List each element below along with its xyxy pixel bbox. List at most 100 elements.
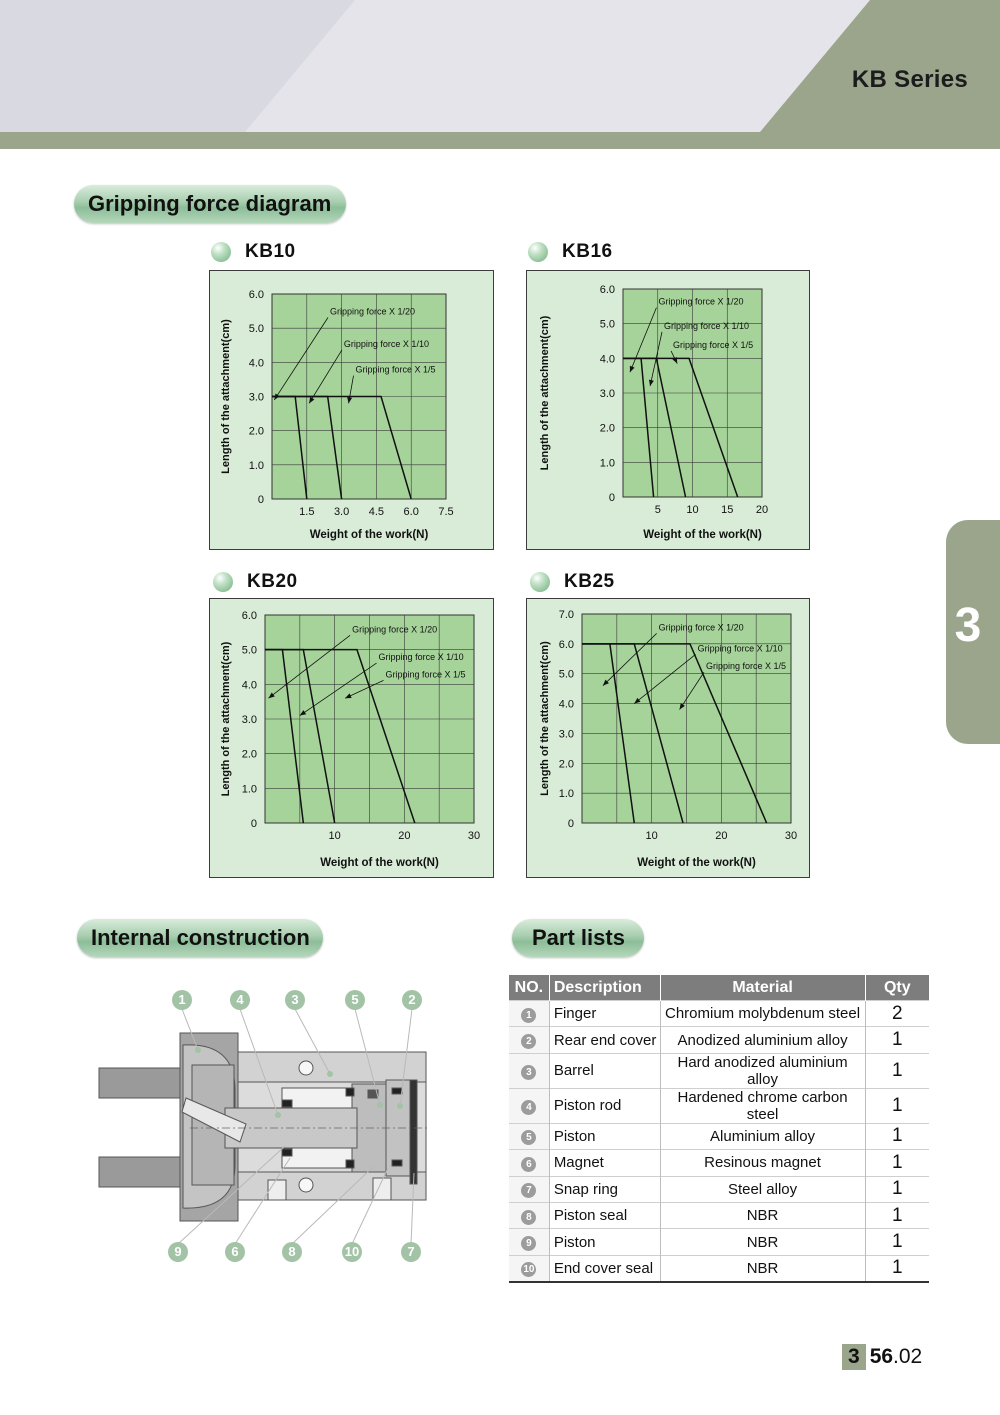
arrow-head-icon — [345, 693, 352, 699]
row-description: Barrel — [548, 1052, 661, 1089]
row-material: Aluminium alloy — [659, 1122, 866, 1150]
x-tick-label: 1.5 — [299, 506, 314, 518]
row-number: 9 — [509, 1228, 550, 1256]
annotation-label: Gripping force X 1/5 — [386, 669, 466, 679]
page-number-main: 56 — [869, 1345, 894, 1368]
chapter-tab-label: 3 — [954, 599, 982, 652]
x-tick-label: 10 — [646, 830, 658, 842]
x-tick-label: 20 — [398, 830, 410, 842]
number-badge: 3 — [521, 1064, 537, 1080]
y-tick-label: 6.0 — [600, 284, 615, 296]
internal-construction-heading-text: Internal construction — [91, 925, 310, 950]
col-no: NO. — [509, 975, 550, 1001]
callout-5: 5 — [345, 990, 365, 1010]
number-badge: 6 — [521, 1156, 537, 1172]
row-description: Piston rod — [548, 1087, 661, 1124]
arrow-head-icon — [347, 396, 353, 404]
arrow-head-icon — [672, 357, 678, 364]
row-material: Hard anodized aluminium alloy — [659, 1052, 866, 1089]
annotation-leader — [679, 672, 705, 710]
x-axis-label: Weight of the work(N) — [320, 857, 439, 869]
y-tick-label: 1.0 — [559, 788, 574, 800]
annotation-leader — [299, 662, 377, 716]
y-tick-label: 2.0 — [242, 749, 257, 761]
x-tick-label: 6.0 — [404, 506, 419, 518]
row-number: 7 — [509, 1175, 550, 1203]
annotation-leader — [344, 680, 384, 699]
y-tick-label: 6.0 — [249, 289, 264, 301]
y-tick-label: 0 — [251, 818, 257, 830]
callout-7: 7 — [401, 1242, 421, 1262]
row-description: End cover seal — [548, 1254, 661, 1284]
x-tick-label: 5 — [655, 504, 661, 516]
row-number: 5 — [509, 1122, 550, 1150]
y-tick-label: 2.0 — [249, 426, 264, 438]
y-tick-label: 6.0 — [242, 610, 257, 622]
x-tick-label: 30 — [468, 830, 480, 842]
y-tick-label: 5.0 — [242, 645, 257, 657]
page-chapter: 3 — [842, 1344, 866, 1370]
row-description: Snap ring — [548, 1175, 661, 1203]
row-material: Resinous magnet — [659, 1149, 866, 1177]
row-qty: 1 — [864, 1087, 929, 1124]
row-qty: 2 — [864, 999, 929, 1027]
number-badge: 2 — [521, 1034, 537, 1050]
row-qty: 1 — [864, 1254, 929, 1284]
y-tick-label: 4.0 — [249, 357, 264, 369]
y-tick-label: 1.0 — [600, 457, 615, 469]
row-description: Piston — [548, 1122, 661, 1150]
x-axis-label: Weight of the work(N) — [310, 529, 429, 541]
annotation-leader — [268, 635, 351, 699]
number-badge: 4 — [521, 1099, 537, 1115]
annotation-label: Gripping force X 1/10 — [664, 321, 749, 331]
row-description: Rear end cover — [548, 1026, 661, 1054]
y-tick-label: 4.0 — [242, 679, 257, 691]
row-material: Anodized aluminium alloy — [659, 1026, 866, 1054]
number-badge: 10 — [521, 1262, 537, 1278]
series-line-3 — [582, 643, 768, 824]
y-tick-label: 0 — [609, 492, 615, 504]
row-number: 3 — [509, 1052, 550, 1089]
page-number-sub: .02 — [893, 1345, 923, 1368]
arrow-head-icon — [648, 379, 654, 387]
x-tick-label: 15 — [721, 504, 733, 516]
callout-2: 2 — [402, 990, 422, 1010]
x-tick-label: 20 — [756, 504, 768, 516]
x-axis-label: Weight of the work(N) — [637, 857, 756, 869]
series-title: KB Series — [851, 66, 968, 93]
annotation-leader — [308, 349, 343, 404]
chart-title-kb25: KB25 — [564, 571, 615, 592]
col-qty: Qty — [864, 975, 929, 1001]
y-tick-label: 3.0 — [600, 388, 615, 400]
row-material: Chromium molybdenum steel — [659, 999, 866, 1027]
callout-1: 1 — [172, 990, 192, 1010]
row-qty: 1 — [864, 1149, 929, 1177]
row-number: 8 — [509, 1201, 550, 1229]
x-axis-label: Weight of the work(N) — [643, 529, 762, 541]
col-description: Description — [548, 975, 661, 1001]
row-qty: 1 — [864, 1026, 929, 1054]
y-tick-label: 3.0 — [242, 714, 257, 726]
x-tick-label: 30 — [785, 830, 797, 842]
annotation-label: Gripping force X 1/5 — [356, 365, 436, 375]
arrow-head-icon — [268, 692, 275, 699]
row-description: Magnet — [548, 1149, 661, 1177]
row-description: Finger — [548, 999, 661, 1027]
y-tick-label: 2.0 — [559, 758, 574, 770]
internal-construction-drawing — [98, 1008, 430, 1245]
chapter-tab[interactable]: 3 — [946, 520, 1000, 744]
x-tick-label: 10 — [686, 504, 698, 516]
y-tick-label: 5.0 — [600, 319, 615, 331]
annotation-leader — [602, 633, 657, 686]
annotation-label: Gripping force X 1/20 — [658, 297, 743, 307]
